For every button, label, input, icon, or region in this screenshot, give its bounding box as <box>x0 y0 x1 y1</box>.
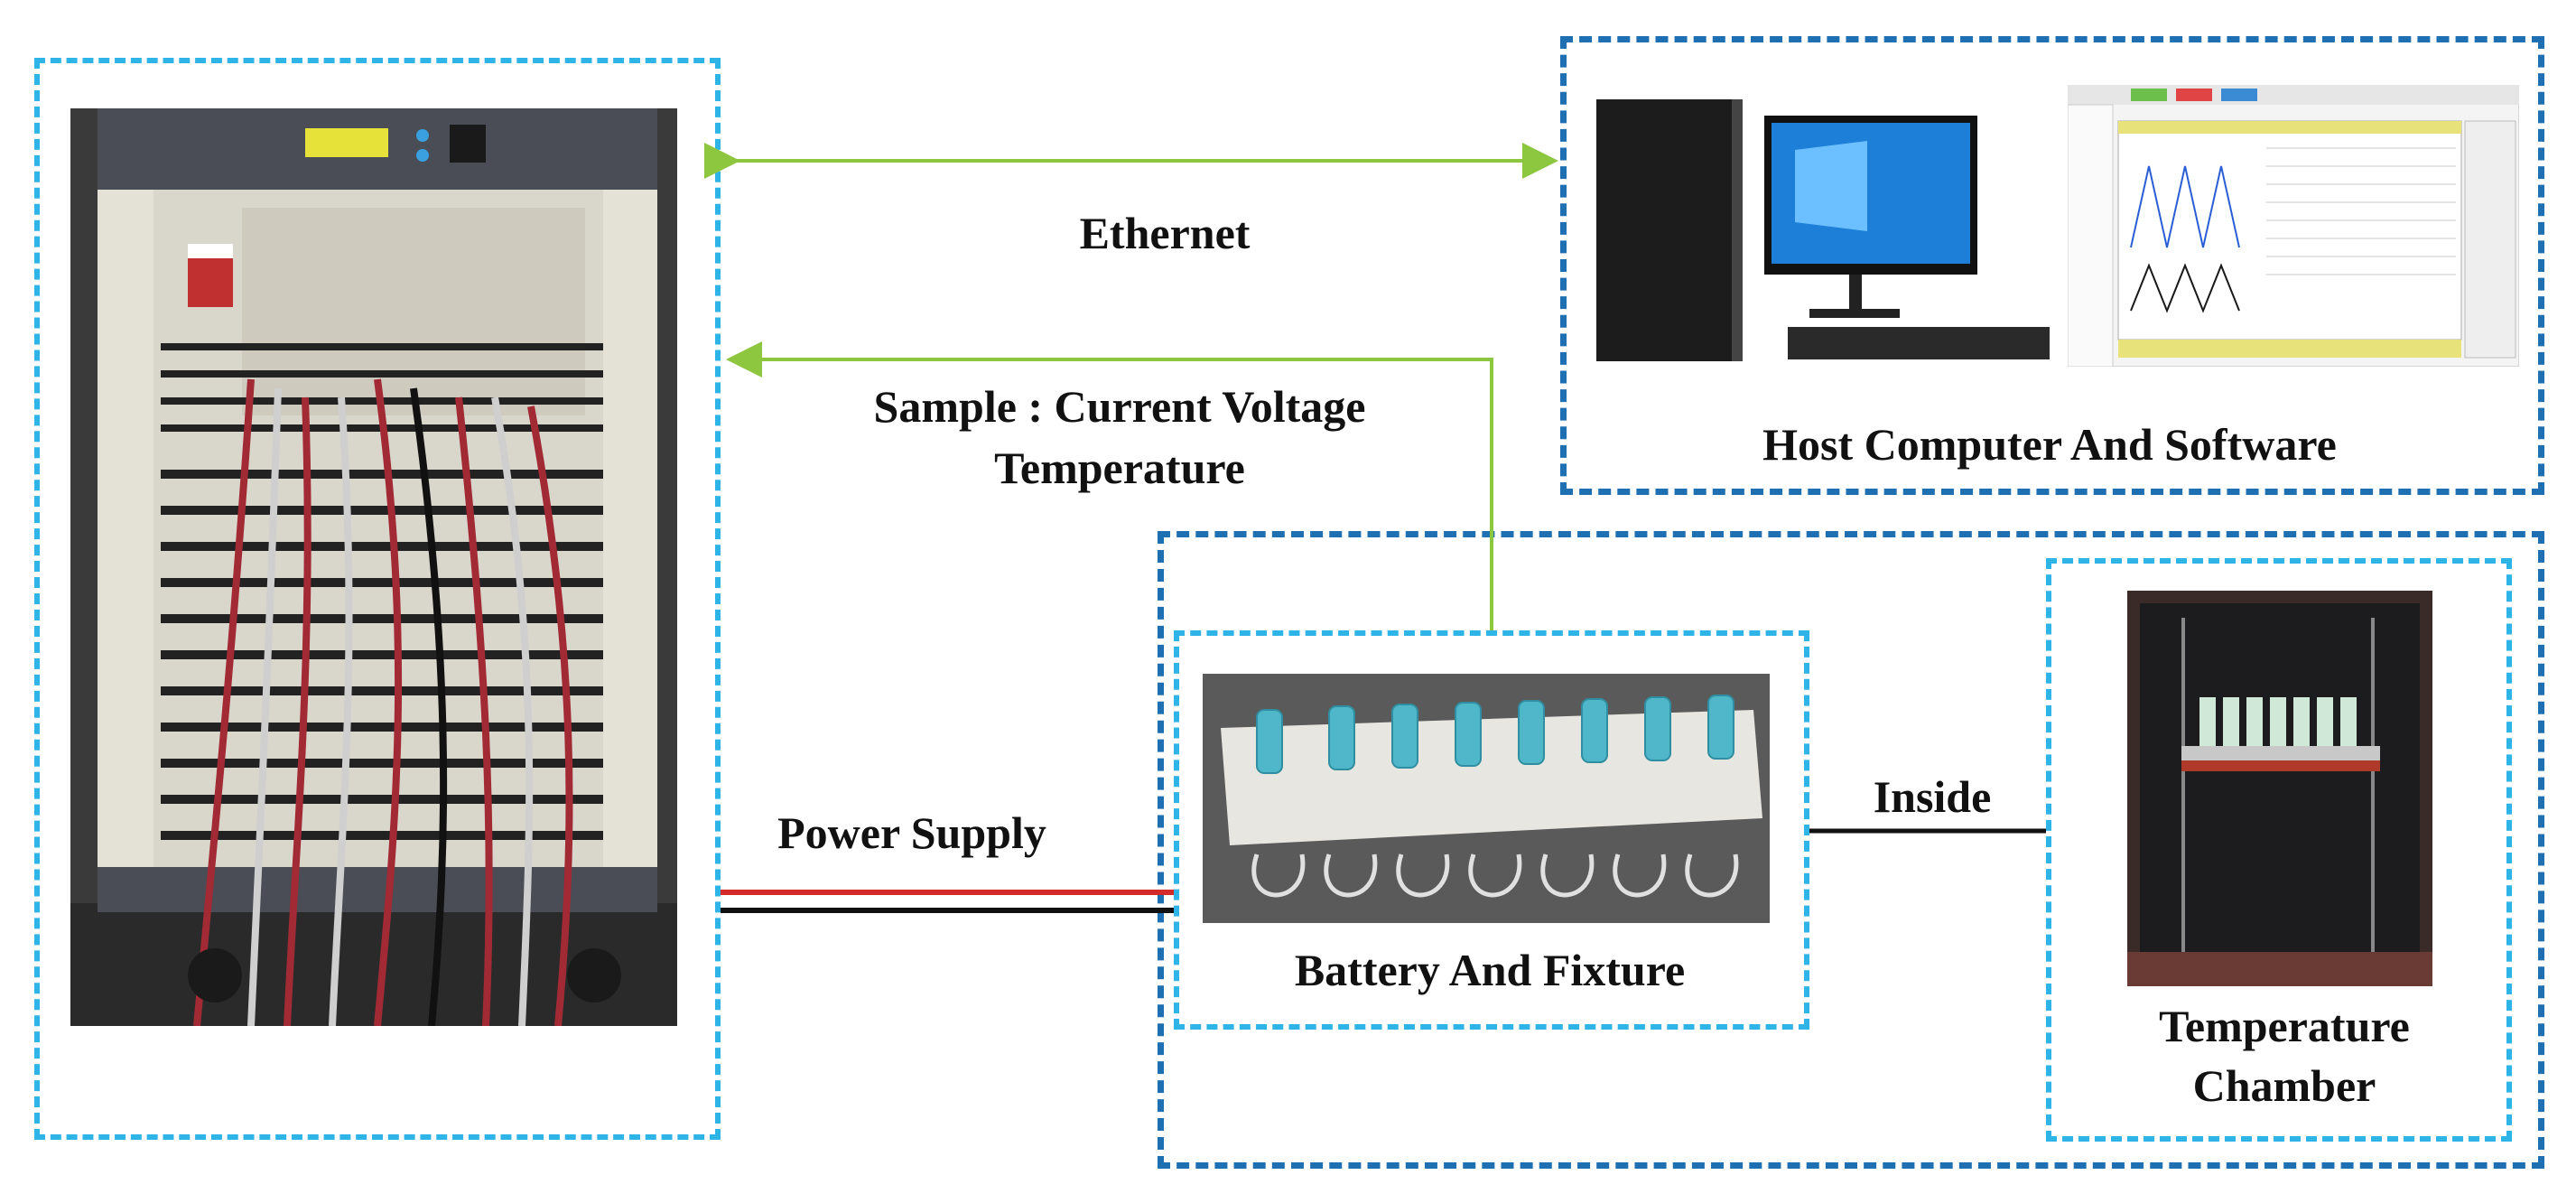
temperature-chamber-image <box>2127 591 2432 986</box>
temperature-chamber-photo <box>2127 591 2432 986</box>
power-supply-label: Power Supply <box>777 807 1046 858</box>
chamber-label-line2: Chamber <box>2192 1060 2376 1111</box>
inside-label: Inside <box>1873 771 1992 822</box>
battery-fixture-label: Battery And Fixture <box>1294 945 1686 995</box>
software-screenshot <box>2068 85 2519 367</box>
computer-photo <box>1596 96 2053 370</box>
desktop-computer-image <box>1596 96 2053 370</box>
chamber-box <box>2046 558 2512 1142</box>
ethernet-label: Ethernet <box>1079 208 1251 258</box>
host-label: Host Computer And Software <box>1762 419 2337 470</box>
software-screenshot-image <box>2068 85 2519 367</box>
fixture-box <box>1174 630 1809 1030</box>
host-box <box>1560 36 2544 495</box>
chamber-label-line1: Temperature <box>2159 1001 2410 1051</box>
tester-cabinet-image <box>70 108 677 1026</box>
experiment-box <box>1158 531 2544 1169</box>
tester-box <box>34 58 721 1140</box>
battery-fixture-photo <box>1203 674 1770 923</box>
battery-tester-photo <box>70 108 677 1026</box>
sample-arrow <box>726 341 1493 630</box>
sample-label-line2: Temperature <box>994 443 1245 493</box>
sample-label-line1: Sample : Current Voltage <box>873 381 1366 432</box>
battery-fixture-image <box>1203 674 1770 923</box>
